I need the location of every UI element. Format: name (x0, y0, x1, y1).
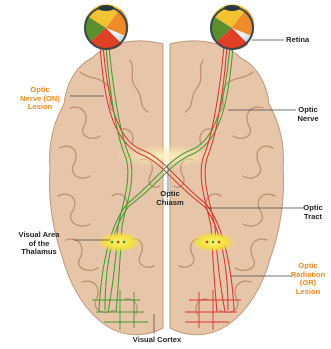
visual-cortex-label: Visual Cortex (92, 336, 222, 345)
optic-radiation-lesion-label: Optic Radiation (OR) Lesion (286, 262, 330, 296)
right-hemisphere (170, 41, 284, 335)
optic-tract-label: Optic Tract (296, 204, 330, 221)
left-eye-icon (84, 4, 128, 50)
optic-chiasm-label: Optic Chiasm (150, 190, 190, 207)
right-eye-icon (210, 4, 254, 50)
optic-nerve-lesion-label: Optic Nerve (ON) Lesion (8, 86, 72, 112)
visual-area-thalamus-label: Visual Area of the Thalamus (4, 231, 74, 257)
optic-nerve-label: Optic Nerve (286, 106, 330, 123)
retina-label: Retina (286, 36, 309, 45)
